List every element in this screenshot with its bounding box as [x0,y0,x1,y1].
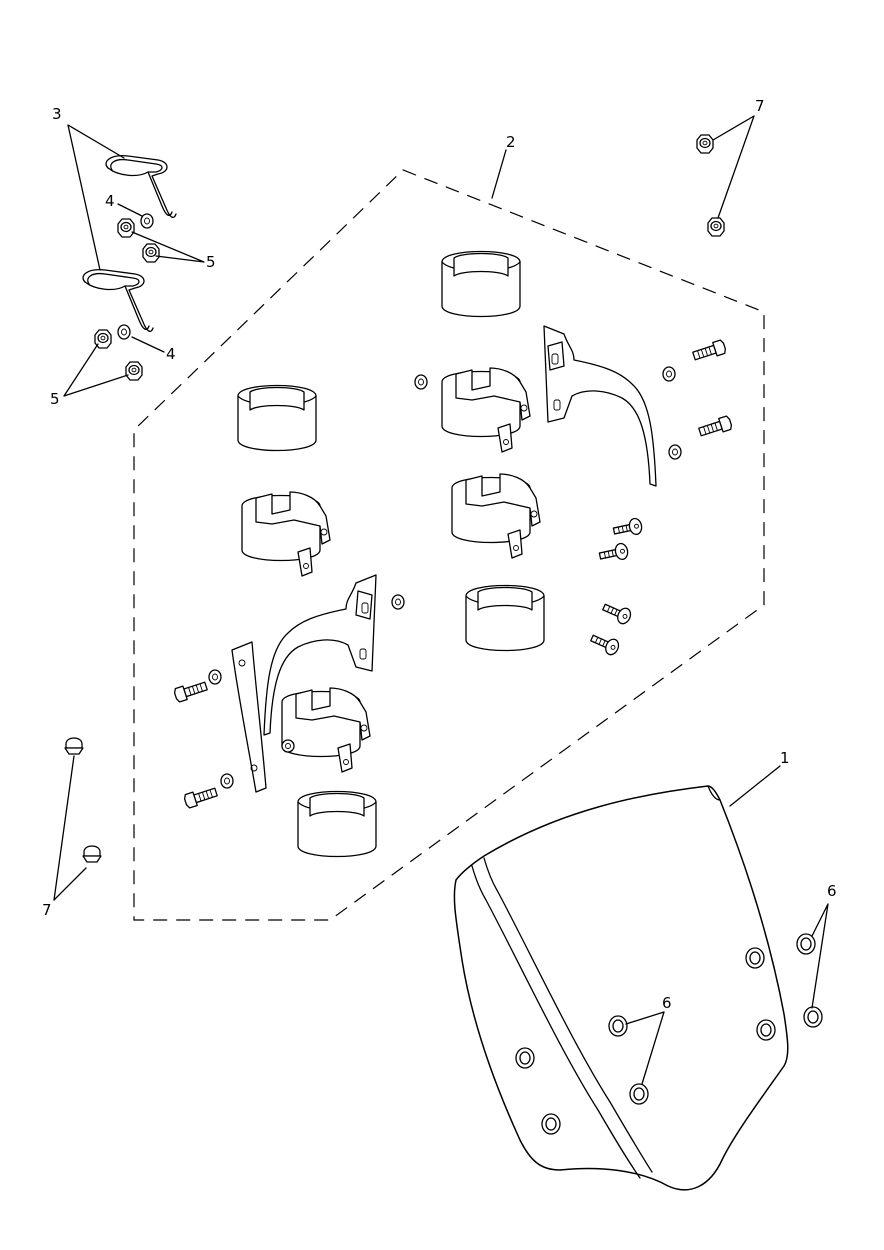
screen-grommet-d [541,1113,561,1135]
clamp-left-3 [281,687,371,773]
kit-washer-b [662,366,676,382]
kit-washer-d [391,594,405,610]
kit-bolt-c [172,678,209,704]
kit-screw-a [611,516,644,540]
kit-screw-b [597,541,630,565]
screen-grommet-a [745,947,765,969]
callout-5-upper: 5 [206,253,216,271]
cap-nut-7-a [696,134,714,154]
clamp-left-1 [237,384,317,452]
cap-nut-7-c [64,737,84,755]
callout-2: 2 [506,133,516,151]
screen-grommet-b [756,1019,776,1041]
washer-4-upper [140,213,154,229]
kit-bolt-a [691,338,728,364]
nut-5-b [142,243,160,263]
clamp-right-2 [441,367,531,453]
clamp-right-1 [441,250,521,318]
callout-6-right: 6 [827,882,837,900]
kit-screw-c [600,599,634,627]
windscreen [453,785,789,1191]
washer-6-b [803,1006,823,1028]
clamp-left-2 [241,491,331,577]
callout-7-left: 7 [42,901,52,919]
kit-screw-d [588,630,622,658]
kit-spacer [281,739,295,753]
wire-loop-upper [105,155,177,219]
washer-6-c [608,1015,628,1037]
nut-5-a [117,218,135,238]
callout-7-top: 7 [755,97,765,115]
washer-6-a [796,933,816,955]
kit-washer-f [220,773,234,789]
clamp-right-4 [465,584,545,652]
clamp-right-3 [451,473,541,559]
kit-washer-e [208,669,222,685]
washer-6-d [629,1083,649,1105]
kit-washer-c [668,444,682,460]
callout-1: 1 [780,749,790,767]
callout-5-lower: 5 [50,390,60,408]
washer-4-lower [117,324,131,340]
kit-bolt-b [697,414,734,440]
leader-lines [53,115,829,1085]
screen-grommet-c [515,1047,535,1069]
clamp-left-4 [297,790,377,858]
callout-6-screen: 6 [662,994,672,1012]
wire-loop-lower [82,269,154,333]
cap-nut-7-d [82,845,102,863]
callout-4-lower: 4 [166,345,176,363]
bracket-left-plate [231,641,267,793]
kit-washer-a [414,374,428,390]
kit-bolt-d [182,784,219,810]
mount-bracket-right [543,325,657,487]
callout-3: 3 [52,105,62,123]
callout-4-upper: 4 [105,192,115,210]
cap-nut-7-b [707,217,725,237]
nut-5-d [125,361,143,381]
